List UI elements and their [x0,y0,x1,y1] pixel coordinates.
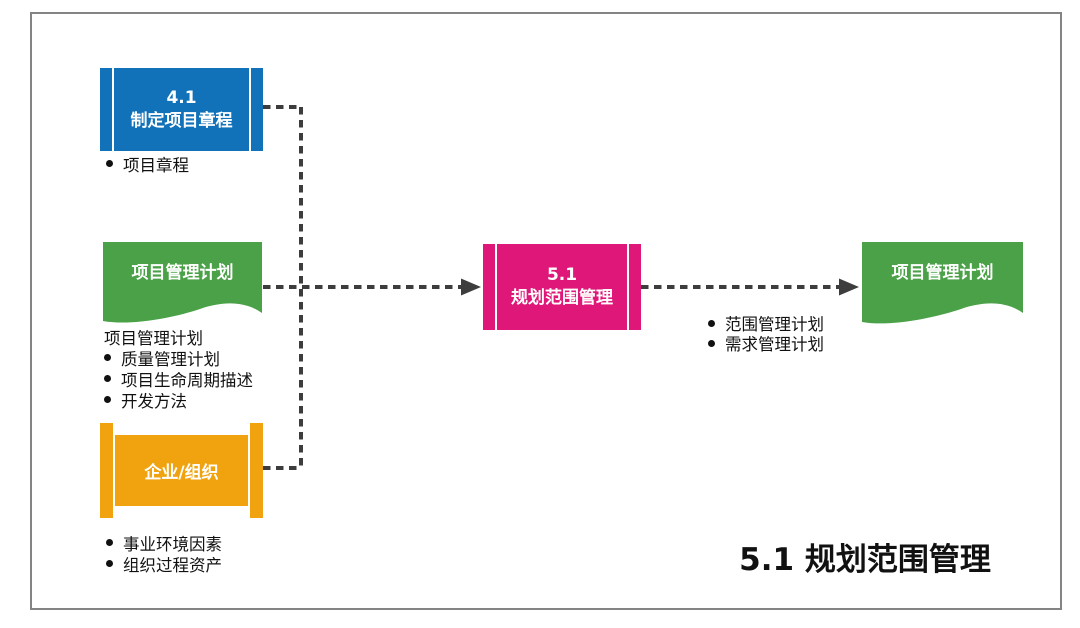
scroll-bar-right [250,423,263,518]
bullet-icon [106,539,113,546]
bullet-icon [708,339,715,347]
bullet-icon [104,396,111,403]
node-code: 5.1 [546,265,578,285]
scroll-bar-left [100,423,113,518]
list-item-label: 项目生命周期描述 [121,370,253,390]
node-title: 制定项目章程 [130,110,233,131]
list-item-label: 事业环境因素 [123,534,222,554]
bullet-icon [104,354,111,361]
node-enterprise-organization: 企业/组织 [100,423,263,518]
list-item-label: 质量管理计划 [121,349,220,369]
node-side-divider [627,244,629,330]
bullet-icon [106,560,113,567]
list-item: 需求管理计划 [708,333,824,354]
document-shape [103,242,262,323]
process-output-list: 范围管理计划 需求管理计划 [708,313,824,354]
scroll-body [115,435,248,506]
list-item: 组织过程资产 [106,553,222,575]
list-caption-label: 项目管理计划 [104,328,203,348]
list-item: 项目章程 [106,153,189,175]
list-caption: 项目管理计划 [104,326,253,348]
node-side-divider [112,68,114,151]
list-item: 质量管理计划 [104,347,253,369]
node-develop-project-charter: 4.1 制定项目章程 [100,68,263,151]
node-title: 规划范围管理 [511,288,613,308]
list-item-label: 组织过程资产 [123,555,222,575]
document-title: 项目管理计划 [891,263,994,283]
bullet-icon [708,319,715,327]
list-item-label: 开发方法 [121,391,187,411]
document-shape [862,242,1023,324]
pm-plan-item-list: 项目管理计划 质量管理计划 项目生命周期描述 开发方法 [104,326,253,411]
node-side-divider [249,68,251,151]
document-title: 项目管理计划 [131,263,234,283]
list-item: 事业环境因素 [106,532,222,554]
list-item-label: 需求管理计划 [725,335,824,354]
node-pm-plan-source: 项目管理计划 [103,242,262,327]
node-side-divider [495,244,497,330]
node-code: 4.1 [166,87,197,108]
bullet-icon [104,375,111,382]
list-item: 项目生命周期描述 [104,368,253,390]
enterprise-item-list: 事业环境因素 组织过程资产 [106,532,222,575]
list-item: 范围管理计划 [708,313,824,334]
list-item: 开发方法 [104,389,253,411]
charter-output-list: 项目章程 [106,153,189,175]
node-title: 企业/组织 [144,463,219,483]
bullet-icon [106,160,113,167]
node-plan-scope-management: 5.1 规划范围管理 [483,244,641,330]
list-item-label: 项目章程 [123,155,189,175]
node-pm-plan-target: 项目管理计划 [862,242,1023,327]
diagram-caption: 5.1 规划范围管理 [739,542,991,578]
list-item-label: 范围管理计划 [725,315,824,334]
